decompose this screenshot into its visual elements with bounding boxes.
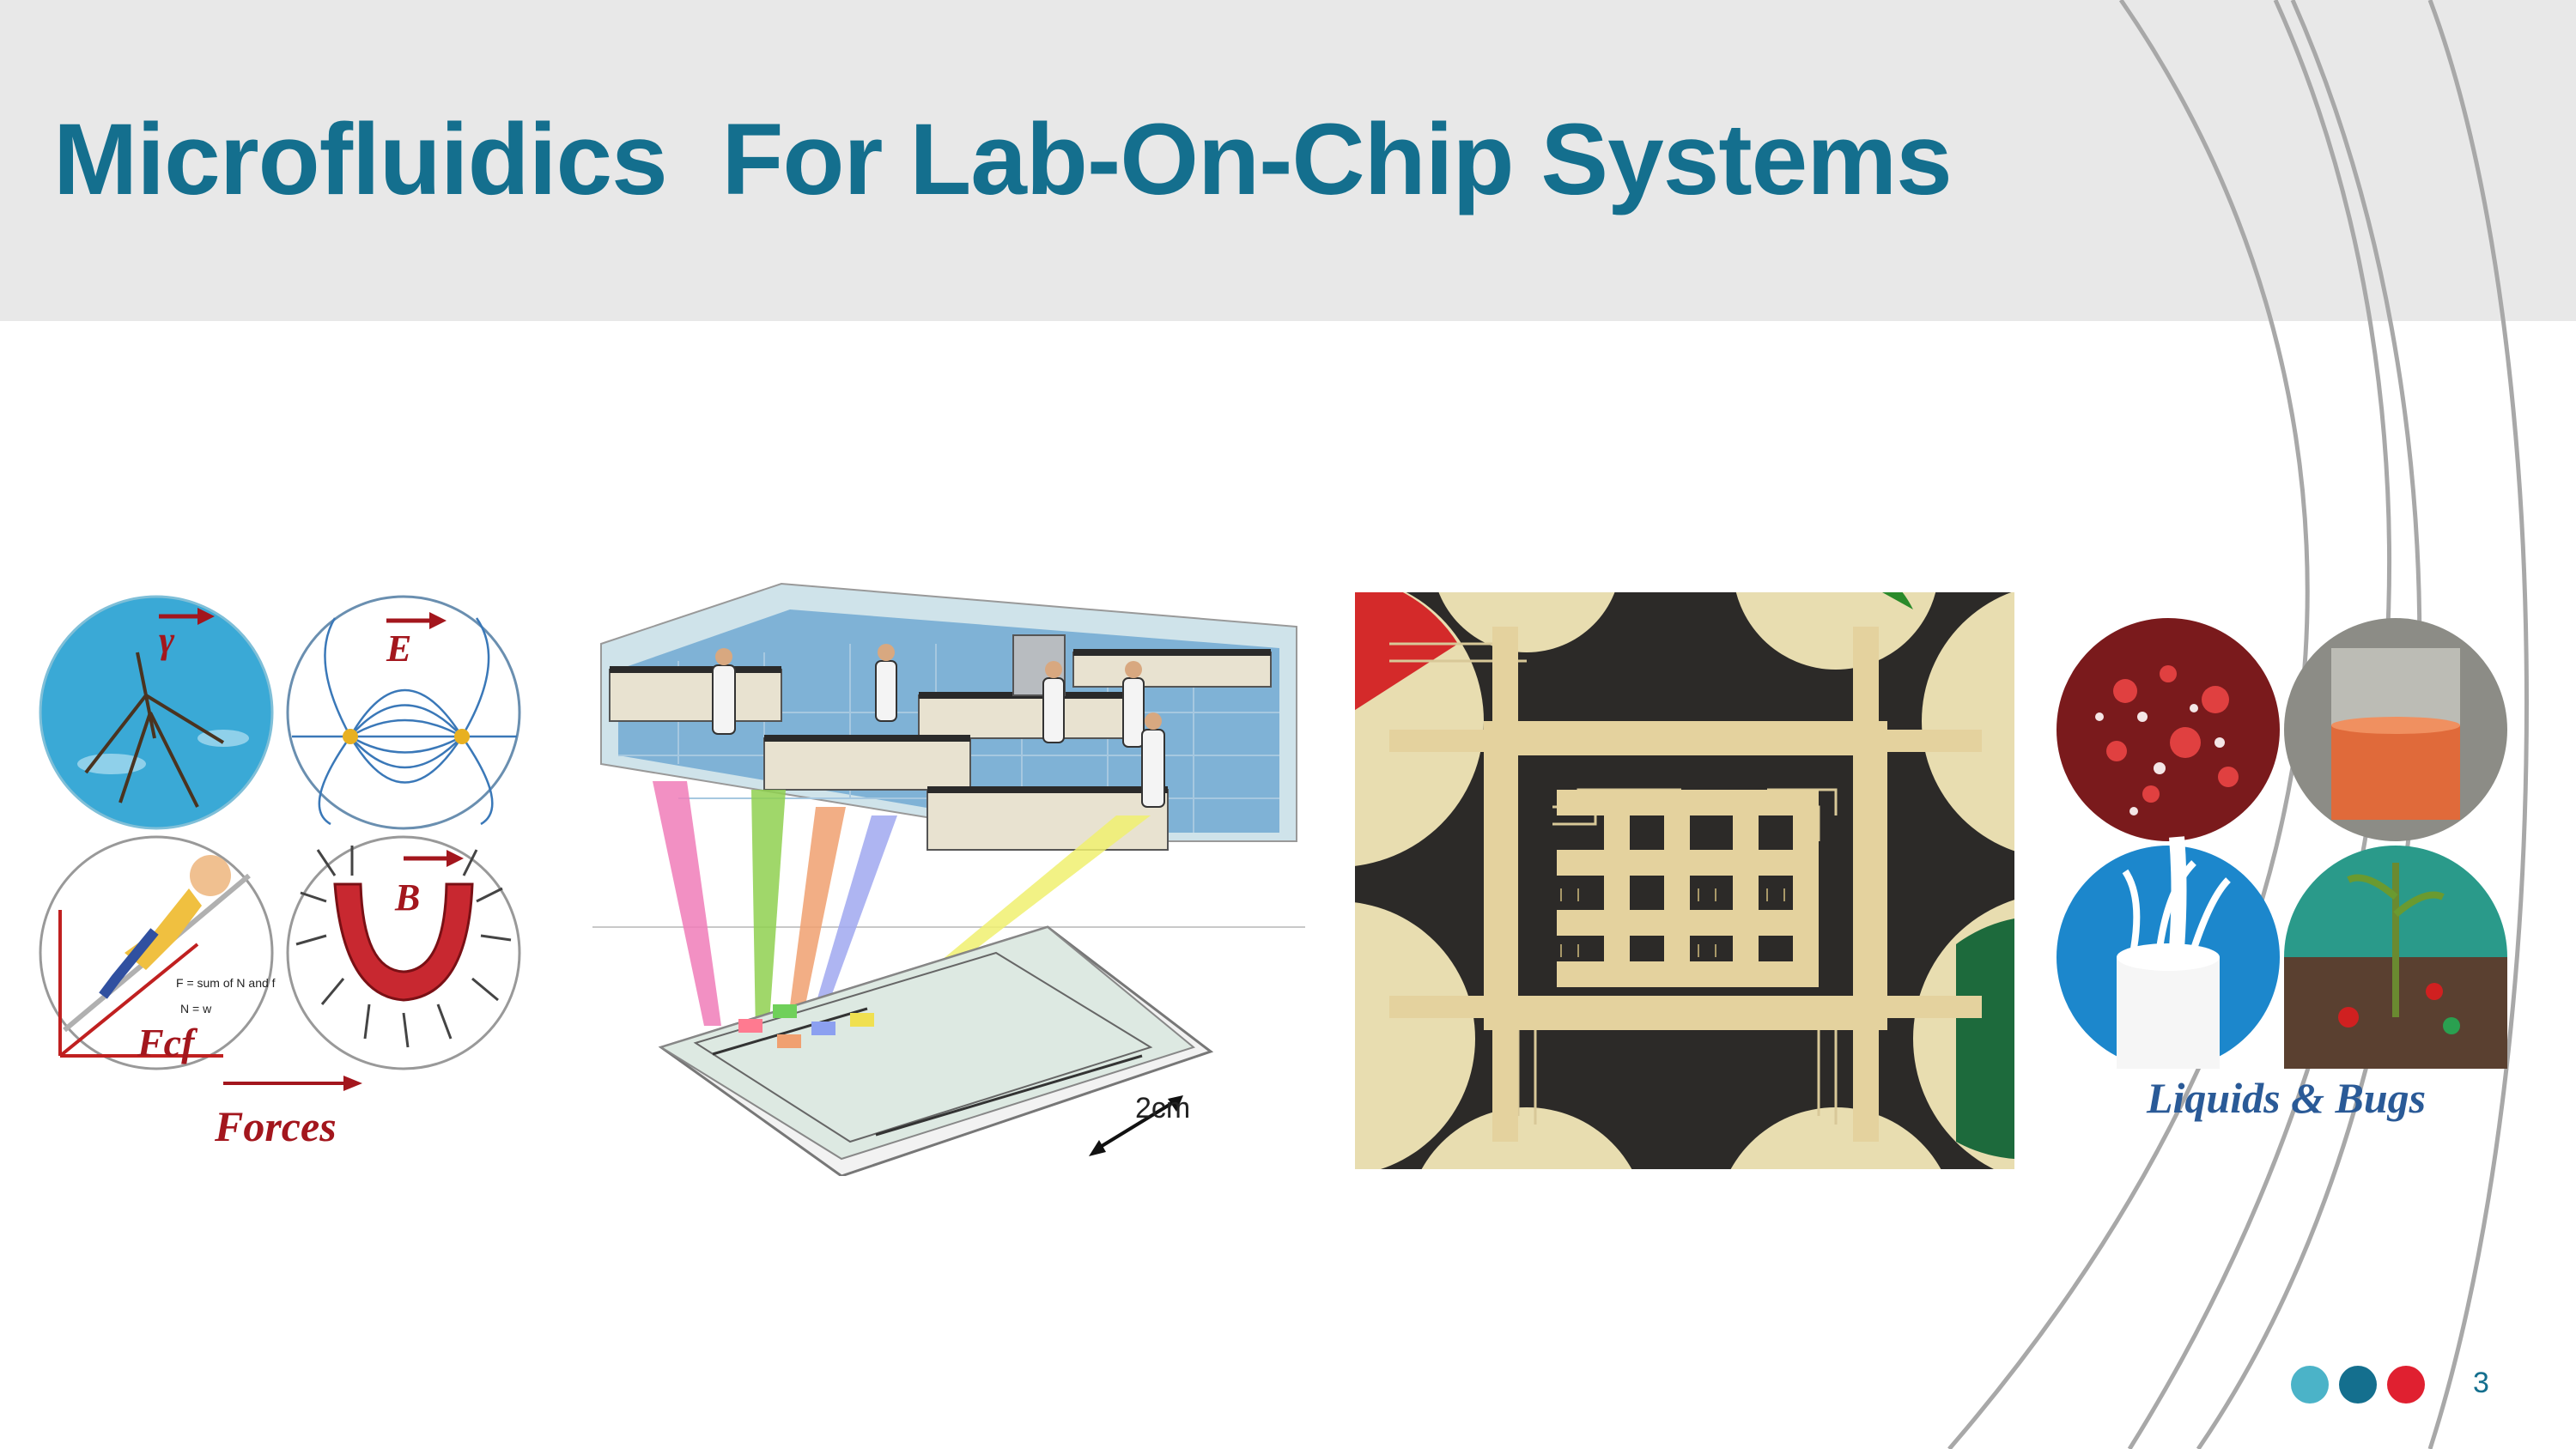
chip-micrograph [1192, 464, 2205, 1348]
magnetic-field-circle [286, 835, 521, 1070]
slide-title: Microfluidics For Lab-On-Chip Systems [53, 103, 1953, 216]
forces-label: Forces [215, 1102, 337, 1150]
e-field-symbol: E [386, 627, 411, 670]
blood-cells-circle [2057, 618, 2280, 841]
forces-figure: γ E [26, 592, 541, 1116]
lab-on-chip-figure [547, 558, 1305, 1178]
forces-illustration: γ E [39, 595, 521, 1091]
annotation-nw: N = w [180, 1002, 212, 1016]
nav-dot-3 [2387, 1366, 2425, 1404]
slide-number: 3 [2473, 1367, 2489, 1399]
chip-micrograph-image [1192, 464, 2205, 1348]
annotation-sum: F = sum of N and f [176, 976, 276, 990]
slide-nav-dots [2291, 1366, 2425, 1404]
liquids-bugs-illustration [2057, 618, 2507, 1069]
liquids-bugs-label: Liquids & Bugs [2147, 1074, 2427, 1122]
scale-label: 2cm [1135, 1092, 1191, 1125]
b-field-symbol: B [394, 876, 420, 919]
nav-dot-1 [2291, 1366, 2329, 1404]
gamma-symbol: γ [159, 619, 175, 661]
fcf-symbol: Fcf [137, 1021, 198, 1064]
lab-on-chip-illustration [547, 582, 1305, 1178]
water-strider-circle [39, 595, 274, 830]
electric-field-circle [286, 595, 521, 830]
nav-dot-2 [2339, 1366, 2377, 1404]
liquids-bugs-figure [2048, 614, 2520, 1077]
